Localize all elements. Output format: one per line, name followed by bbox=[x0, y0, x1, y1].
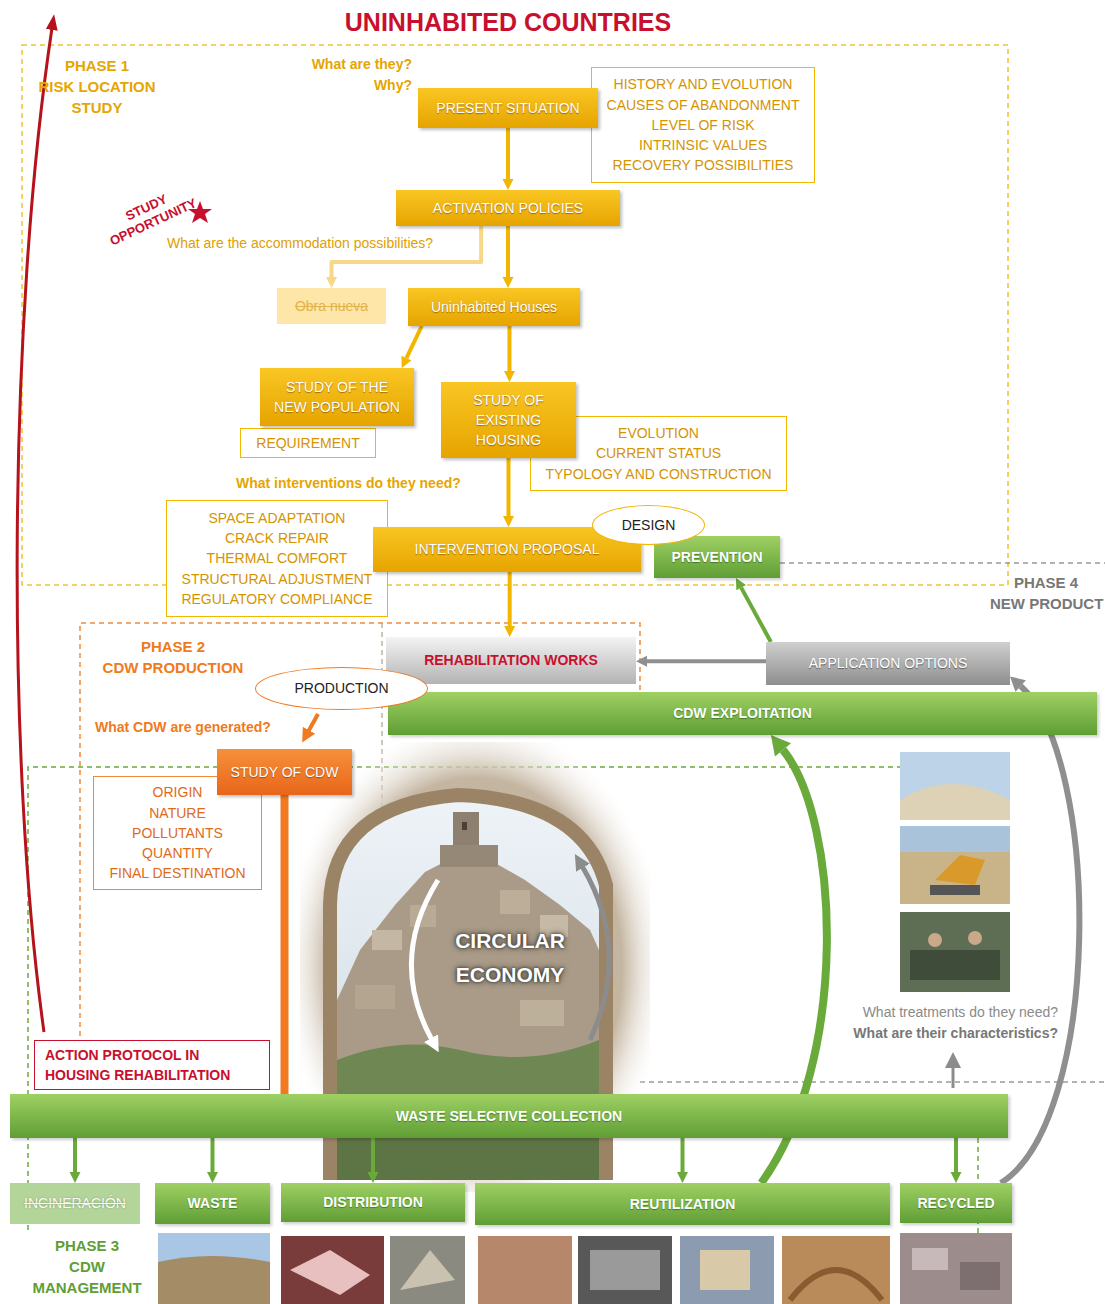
flow-arrow bbox=[507, 326, 511, 371]
question-label: What treatments do they need? bbox=[820, 1003, 1058, 1023]
flow-arrow bbox=[954, 1138, 958, 1172]
band: CDW EXPLOITATION bbox=[388, 692, 1097, 735]
info-box: HISTORY AND EVOLUTIONCAUSES OF ABANDONME… bbox=[591, 67, 815, 183]
node-text: STUDY OF EXISTING HOUSING bbox=[449, 390, 568, 451]
question-label: What are the accommodation possibilities… bbox=[167, 234, 497, 254]
process-box: REHABILITATION WORKS bbox=[386, 637, 636, 684]
process-box: ACTIVATION POLICIES bbox=[396, 190, 620, 226]
question-label: What CDW are generated? bbox=[95, 718, 300, 738]
question-label: What interventions do they need? bbox=[236, 474, 498, 494]
flow-arrow bbox=[506, 128, 510, 179]
node-text: STRUCTURAL ADJUSTMENT bbox=[182, 569, 373, 589]
question-label: What are they? bbox=[290, 55, 412, 75]
node-text: SPACE ADAPTATION bbox=[209, 508, 346, 528]
flow-arrow bbox=[281, 795, 289, 1094]
phase-label: CDW MANAGEMENT bbox=[28, 1256, 146, 1298]
node-text: THERMAL COMFORT bbox=[207, 548, 348, 568]
process-box: PRESENT SITUATION bbox=[418, 88, 598, 128]
node-text: INTERVENTION PROPOSAL bbox=[415, 539, 600, 559]
phase-label: PHASE 4 bbox=[990, 572, 1102, 593]
flow-arrow bbox=[506, 226, 510, 277]
category-box: RECYCLED bbox=[900, 1183, 1012, 1223]
node-text: CDW EXPLOITATION bbox=[673, 703, 812, 723]
node-text: EVOLUTION bbox=[618, 423, 699, 443]
node-text: CAUSES OF ABANDONMENT bbox=[607, 95, 800, 115]
info-box: SPACE ADAPTATIONCRACK REPAIRTHERMAL COMF… bbox=[166, 500, 388, 617]
node-text: CURRENT STATUS bbox=[596, 443, 721, 463]
phase-label: PHASE 1 bbox=[35, 55, 159, 76]
phase-label: PHASE 2 bbox=[98, 636, 248, 657]
node-text: CRACK REPAIR bbox=[225, 528, 329, 548]
concept-label: CIRCULAR ECONOMY bbox=[435, 924, 585, 991]
title: UNINHABITED COUNTRIES bbox=[208, 6, 808, 39]
flow-arrow bbox=[681, 1138, 685, 1172]
category-box: WASTE bbox=[155, 1183, 270, 1224]
node-text: LEVEL OF RISK bbox=[652, 115, 755, 135]
phase-label: PHASE 3 bbox=[28, 1235, 146, 1256]
flow-arrow bbox=[508, 572, 512, 626]
discarded-box: Obra nueva bbox=[277, 288, 386, 324]
node-text: REHABILITATION WORKS bbox=[424, 650, 598, 670]
node-text: STUDY OF CDW bbox=[231, 762, 339, 782]
node-text: NATURE bbox=[149, 803, 206, 823]
flow-arrow bbox=[647, 659, 766, 663]
node-text: WASTE SELECTIVE COLLECTION bbox=[396, 1106, 622, 1126]
node-text: REUTILIZATION bbox=[630, 1194, 736, 1214]
node-text: DESIGN bbox=[622, 515, 676, 535]
question-label: What are their characteristics? bbox=[820, 1024, 1058, 1044]
flow-arrow bbox=[371, 1138, 375, 1172]
node-text: RECYCLED bbox=[917, 1193, 994, 1213]
node-text: ORIGIN bbox=[153, 782, 203, 802]
node-text: Uninhabited Houses bbox=[431, 297, 557, 317]
category-box: REUTILIZATION bbox=[475, 1183, 890, 1225]
node-text: STUDY OF THE NEW POPULATION bbox=[268, 377, 406, 418]
node-text: ACTIVATION POLICIES bbox=[433, 198, 583, 218]
band: WASTE SELECTIVE COLLECTION bbox=[10, 1094, 1008, 1138]
node-text: REGULATORY COMPLIANCE bbox=[181, 589, 372, 609]
node-text: INTRINSIC VALUES bbox=[639, 135, 767, 155]
side-marks bbox=[17, 28, 953, 1088]
node-text: PRESENT SITUATION bbox=[436, 98, 579, 118]
flow-arrow bbox=[1001, 686, 1080, 1183]
discarded-box: INCINERACIÓN bbox=[10, 1183, 140, 1224]
node-text: PREVENTION bbox=[671, 547, 762, 567]
node-text: REQUIREMENT bbox=[256, 433, 359, 453]
node-text: POLLUTANTS bbox=[132, 823, 223, 843]
process-box: Uninhabited Houses bbox=[408, 288, 580, 326]
node-text: RECOVERY POSSIBILITIES bbox=[613, 155, 794, 175]
process-box: STUDY OF CDW bbox=[217, 749, 352, 795]
node-text: INCINERACIÓN bbox=[24, 1193, 126, 1213]
node-text: PRODUCTION bbox=[294, 678, 388, 698]
phase-label: RISK LOCATION STUDY bbox=[35, 76, 159, 118]
flow-arrow bbox=[211, 1138, 215, 1172]
node-text: Obra nueva bbox=[295, 296, 368, 316]
flow-arrow bbox=[73, 1138, 77, 1172]
flow-arrow bbox=[406, 326, 421, 358]
node-text: APPLICATION OPTIONS bbox=[809, 653, 967, 673]
node-text: FINAL DESTINATION bbox=[109, 863, 245, 883]
node-text: DISTRIBUTION bbox=[323, 1192, 423, 1212]
flow-arrow bbox=[741, 588, 771, 642]
treatment-photos bbox=[900, 752, 1010, 992]
process-box: STUDY OF THE NEW POPULATION bbox=[260, 368, 414, 426]
info-box: REQUIREMENT bbox=[240, 428, 376, 458]
process-box: APPLICATION OPTIONS bbox=[766, 642, 1010, 685]
node-text: WASTE bbox=[188, 1193, 238, 1213]
flow-arrow bbox=[507, 458, 511, 516]
node-text: QUANTITY bbox=[142, 843, 213, 863]
node-text: ACTION PROTOCOL IN HOUSING REHABILITATIO… bbox=[45, 1045, 259, 1086]
node-text: HISTORY AND EVOLUTION bbox=[614, 74, 793, 94]
node-text: TYPOLOGY AND CONSTRUCTION bbox=[545, 464, 771, 484]
flow-arrow bbox=[332, 226, 482, 277]
question-label: Why? bbox=[290, 76, 412, 96]
process-box: STUDY OF EXISTING HOUSING bbox=[441, 382, 576, 458]
phase-label: CDW PRODUCTION bbox=[98, 657, 248, 678]
protocol-box: ACTION PROTOCOL IN HOUSING REHABILITATIO… bbox=[34, 1040, 270, 1090]
management-photos bbox=[158, 1233, 1012, 1304]
phase-label: NEW PRODUCT bbox=[990, 593, 1102, 614]
phase-ellipse: PRODUCTION bbox=[255, 667, 428, 710]
category-box: DISTRIBUTION bbox=[281, 1183, 465, 1222]
phase-ellipse: DESIGN bbox=[592, 505, 705, 545]
